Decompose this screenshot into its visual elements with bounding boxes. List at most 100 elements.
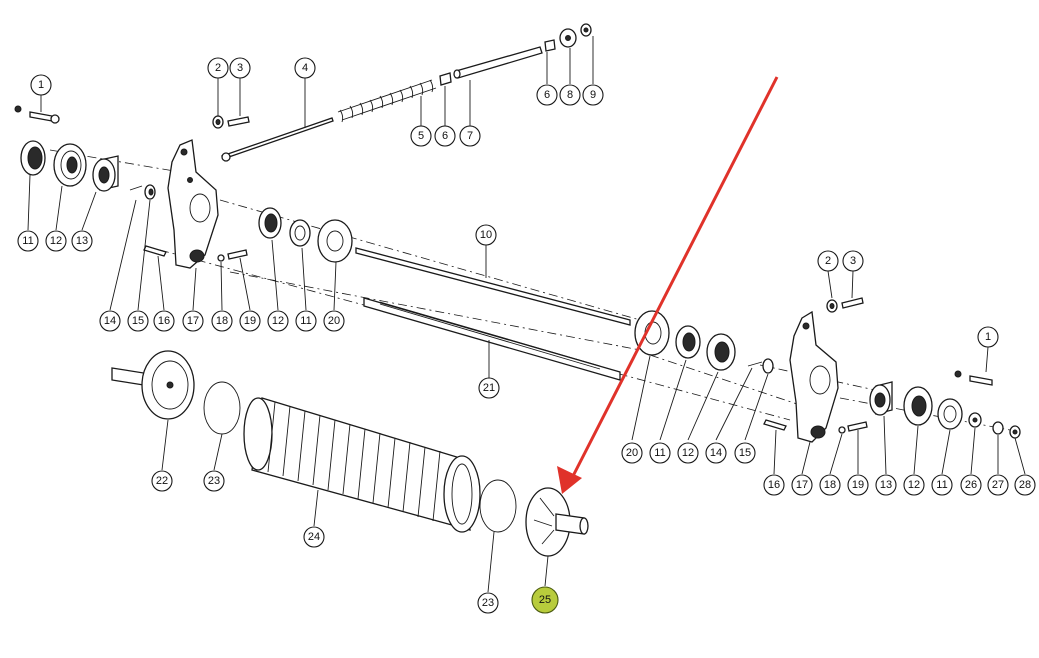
part-label-5: 5 bbox=[410, 125, 432, 147]
part-label-9: 9 bbox=[582, 84, 604, 106]
svg-text:15: 15 bbox=[132, 315, 144, 327]
part-label-14: 14 bbox=[99, 310, 121, 332]
part-label-22: 22 bbox=[151, 470, 173, 492]
part-label-8: 8 bbox=[559, 84, 581, 106]
part-label-7: 7 bbox=[459, 125, 481, 147]
svg-text:11: 11 bbox=[936, 479, 947, 491]
svg-text:2: 2 bbox=[215, 62, 221, 74]
spring bbox=[337, 79, 437, 123]
svg-text:12: 12 bbox=[272, 315, 284, 327]
part-label-13: 13 bbox=[71, 230, 93, 252]
part-label-24: 24 bbox=[303, 526, 325, 548]
svg-text:14: 14 bbox=[710, 447, 722, 459]
part-label-16: 16 bbox=[153, 310, 175, 332]
ribbed-roller bbox=[243, 397, 481, 533]
part-label-3: 3 bbox=[842, 250, 864, 272]
part-label-16: 16 bbox=[763, 474, 785, 496]
svg-text:18: 18 bbox=[216, 315, 228, 327]
svg-text:6: 6 bbox=[544, 89, 550, 101]
part-label-6: 6 bbox=[536, 84, 558, 106]
part-label-17: 17 bbox=[182, 310, 204, 332]
part-label-15: 15 bbox=[127, 310, 149, 332]
svg-text:8: 8 bbox=[567, 89, 573, 101]
part-label-11: 11 bbox=[295, 310, 317, 332]
svg-text:12: 12 bbox=[682, 447, 694, 459]
svg-text:17: 17 bbox=[796, 479, 808, 491]
part-label-3: 3 bbox=[229, 57, 251, 79]
svg-text:1: 1 bbox=[38, 79, 44, 91]
svg-text:13: 13 bbox=[880, 479, 892, 491]
svg-text:7: 7 bbox=[467, 130, 473, 142]
svg-text:22: 22 bbox=[156, 475, 168, 487]
part-label-12: 12 bbox=[903, 474, 925, 496]
svg-text:23: 23 bbox=[208, 475, 220, 487]
part-label-23: 23 bbox=[477, 592, 499, 614]
part-label-2: 2 bbox=[207, 57, 229, 79]
part-label-12: 12 bbox=[677, 442, 699, 464]
part-label-12: 12 bbox=[45, 230, 67, 252]
svg-text:16: 16 bbox=[768, 479, 780, 491]
red-pointer-arrow bbox=[557, 76, 779, 494]
svg-text:19: 19 bbox=[852, 479, 864, 491]
end-cap-part-25 bbox=[525, 487, 589, 557]
part-label-27: 27 bbox=[987, 474, 1009, 496]
part-label-12: 12 bbox=[267, 310, 289, 332]
svg-text:9: 9 bbox=[590, 89, 596, 101]
part-label-25-highlighted: 25 bbox=[531, 586, 559, 614]
svg-text:21: 21 bbox=[483, 382, 495, 394]
part-label-18: 18 bbox=[211, 310, 233, 332]
part-label-28: 28 bbox=[1014, 474, 1036, 496]
svg-text:26: 26 bbox=[965, 479, 977, 491]
svg-text:3: 3 bbox=[850, 255, 856, 267]
part-label-1: 1 bbox=[977, 326, 999, 348]
svg-text:19: 19 bbox=[244, 315, 256, 327]
svg-text:2: 2 bbox=[825, 255, 831, 267]
part-label-6: 6 bbox=[434, 125, 456, 147]
svg-text:16: 16 bbox=[158, 315, 170, 327]
part-label-26: 26 bbox=[960, 474, 982, 496]
svg-text:12: 12 bbox=[50, 235, 62, 247]
part-label-19: 19 bbox=[847, 474, 869, 496]
part-label-1: 1 bbox=[30, 74, 52, 96]
svg-text:1: 1 bbox=[985, 331, 991, 343]
part-label-13: 13 bbox=[875, 474, 897, 496]
part-label-17: 17 bbox=[791, 474, 813, 496]
svg-text:25: 25 bbox=[539, 594, 551, 606]
svg-text:6: 6 bbox=[442, 130, 448, 142]
part-label-11: 11 bbox=[17, 230, 39, 252]
svg-text:24: 24 bbox=[308, 531, 320, 543]
part-label-14: 14 bbox=[705, 442, 727, 464]
svg-text:27: 27 bbox=[992, 479, 1004, 491]
part-label-20: 20 bbox=[621, 442, 643, 464]
svg-text:11: 11 bbox=[300, 315, 311, 327]
diagram-artwork bbox=[14, 23, 1021, 557]
part-label-15: 15 bbox=[734, 442, 756, 464]
part-label-23: 23 bbox=[203, 470, 225, 492]
part-label-2: 2 bbox=[817, 250, 839, 272]
svg-text:4: 4 bbox=[302, 62, 308, 74]
svg-text:5: 5 bbox=[418, 130, 424, 142]
svg-text:20: 20 bbox=[626, 447, 638, 459]
svg-text:3: 3 bbox=[237, 62, 243, 74]
part-label-20: 20 bbox=[323, 310, 345, 332]
svg-text:17: 17 bbox=[187, 315, 199, 327]
part-label-18: 18 bbox=[819, 474, 841, 496]
svg-text:20: 20 bbox=[328, 315, 340, 327]
svg-text:12: 12 bbox=[908, 479, 920, 491]
svg-text:14: 14 bbox=[104, 315, 116, 327]
part-label-11: 11 bbox=[931, 474, 953, 496]
leader-lines bbox=[27, 36, 1026, 593]
part-label-21: 21 bbox=[478, 377, 500, 399]
part-label-19: 19 bbox=[239, 310, 261, 332]
part-labels: 1 2 3 4 5 6 7 6 8 9 11 12 13 14 15 16 17… bbox=[17, 57, 1036, 614]
svg-text:23: 23 bbox=[482, 597, 494, 609]
svg-text:10: 10 bbox=[480, 229, 492, 241]
svg-text:18: 18 bbox=[824, 479, 836, 491]
part-label-10: 10 bbox=[475, 224, 497, 246]
svg-text:15: 15 bbox=[739, 447, 751, 459]
part-label-11: 11 bbox=[649, 442, 671, 464]
svg-text:28: 28 bbox=[1019, 479, 1031, 491]
svg-text:13: 13 bbox=[76, 235, 88, 247]
svg-text:11: 11 bbox=[654, 447, 665, 459]
